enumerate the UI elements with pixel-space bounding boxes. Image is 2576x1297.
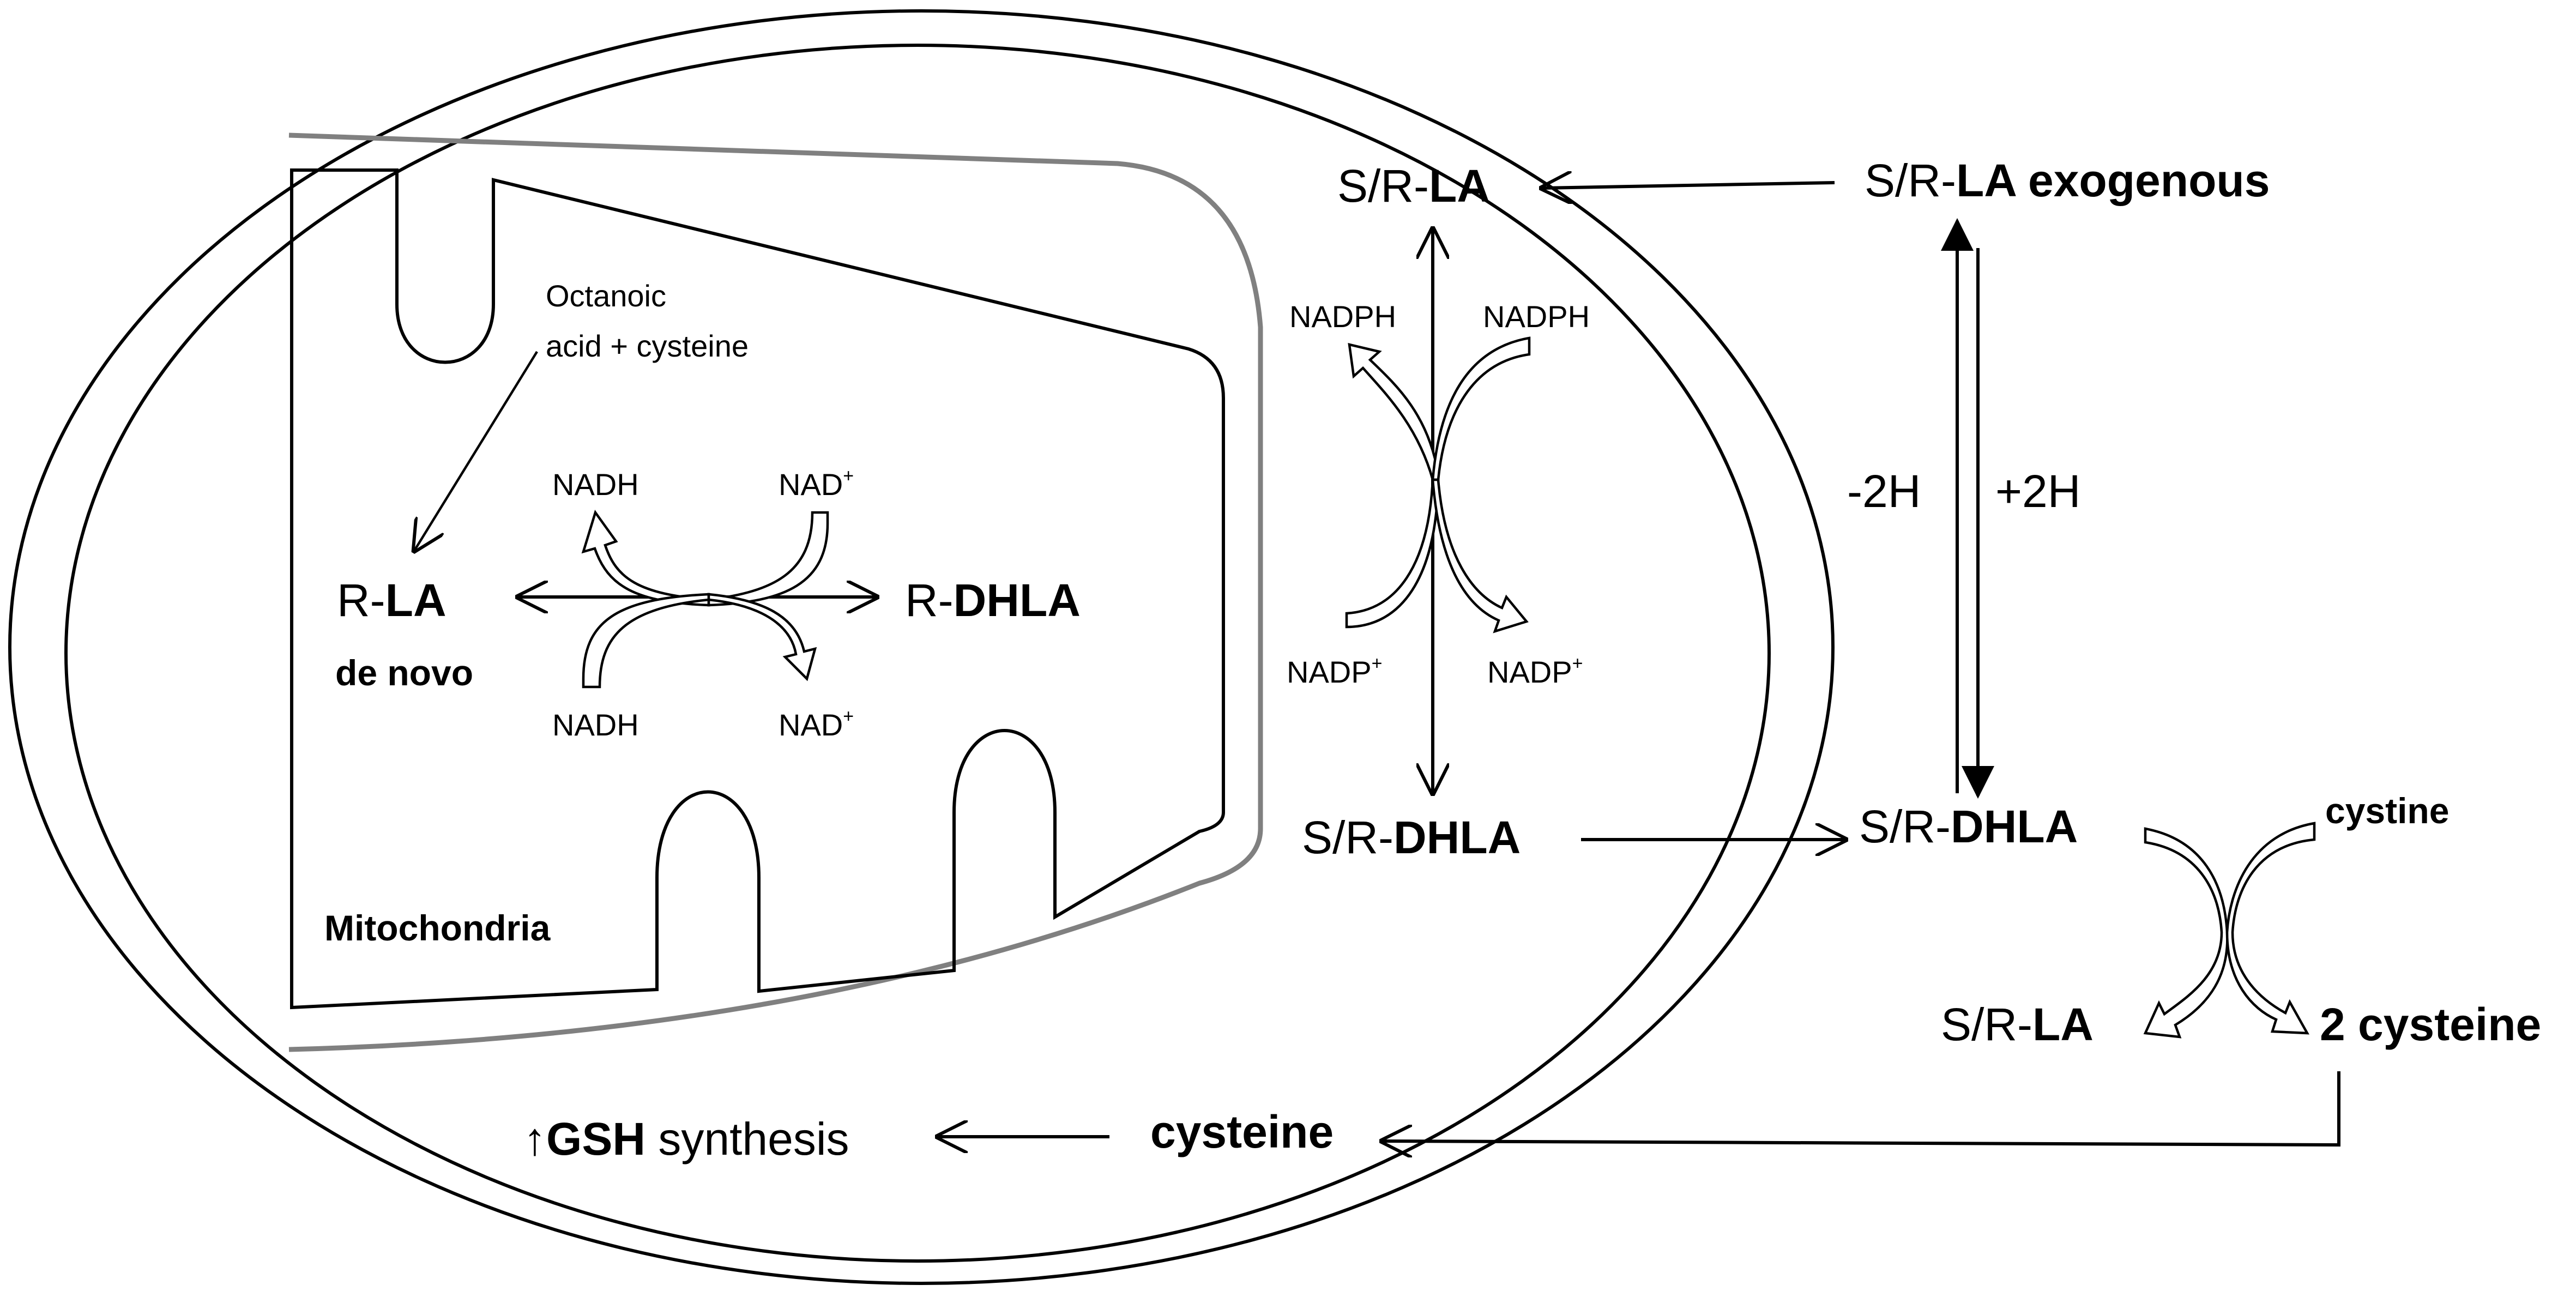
- cell-inner-membrane: [64, 44, 1771, 1263]
- two-cysteine-label: 2 cysteine: [2320, 999, 2541, 1050]
- cysteine-import-arrow: [1382, 1071, 2340, 1145]
- octanoic-label-line2: acid + cysteine: [546, 329, 749, 363]
- cystine-label: cystine: [2325, 791, 2449, 831]
- mito-upper-nadh-cycle: [581, 509, 829, 607]
- mitochondria-label: Mitochondria: [324, 908, 551, 948]
- cyto-nadph-right-label: NADPH: [1483, 299, 1590, 334]
- cell-outer-membrane: [8, 9, 1835, 1285]
- plus-2h-label: +2H: [1995, 466, 2080, 517]
- gsh-synthesis-label: ↑GSH synthesis: [523, 1113, 849, 1165]
- cystine-reduction-cycle: [2143, 822, 2316, 1039]
- octanoic-label-line1: Octanoic: [546, 279, 666, 313]
- cyto-nadph-left-label: NADPH: [1289, 299, 1396, 334]
- cyto-nadp-right-label: NADP+: [1487, 653, 1583, 689]
- cytosol-sr-la-label: S/R-LA: [1337, 160, 1490, 212]
- minus-2h-label: -2H: [1847, 466, 1921, 517]
- cysteine-label: cysteine: [1150, 1106, 1334, 1157]
- mito-nad-bottom-label: NAD+: [779, 706, 854, 742]
- mitochondria-outer-membrane: [288, 132, 1263, 1052]
- extracellular-sr-dhla-label: S/R-DHLA: [1859, 801, 2078, 852]
- mito-lower-nadh-cycle: [582, 593, 817, 689]
- cyto-nadp-left-label: NADP+: [1287, 653, 1382, 689]
- cyto-nadph-cycle: [1345, 336, 1531, 634]
- reduced-sr-la-label: S/R-LA: [1941, 999, 2094, 1050]
- r-la-label: R-LA: [337, 575, 447, 626]
- octanoic-to-rla-arrow: [414, 351, 538, 551]
- cytosol-sr-dhla-label: S/R-DHLA: [1302, 812, 1521, 863]
- mitochondria-inner-membrane: [290, 168, 1225, 1010]
- r-dhla-label: R-DHLA: [905, 575, 1081, 626]
- mito-nadh-bottom-label: NADH: [552, 708, 639, 742]
- exogenous-to-cytosol-arrow: [1542, 183, 1835, 188]
- de-novo-label: de novo: [335, 653, 473, 693]
- mito-nad-top-label: NAD+: [779, 466, 854, 502]
- mito-nadh-top-label: NADH: [552, 467, 639, 502]
